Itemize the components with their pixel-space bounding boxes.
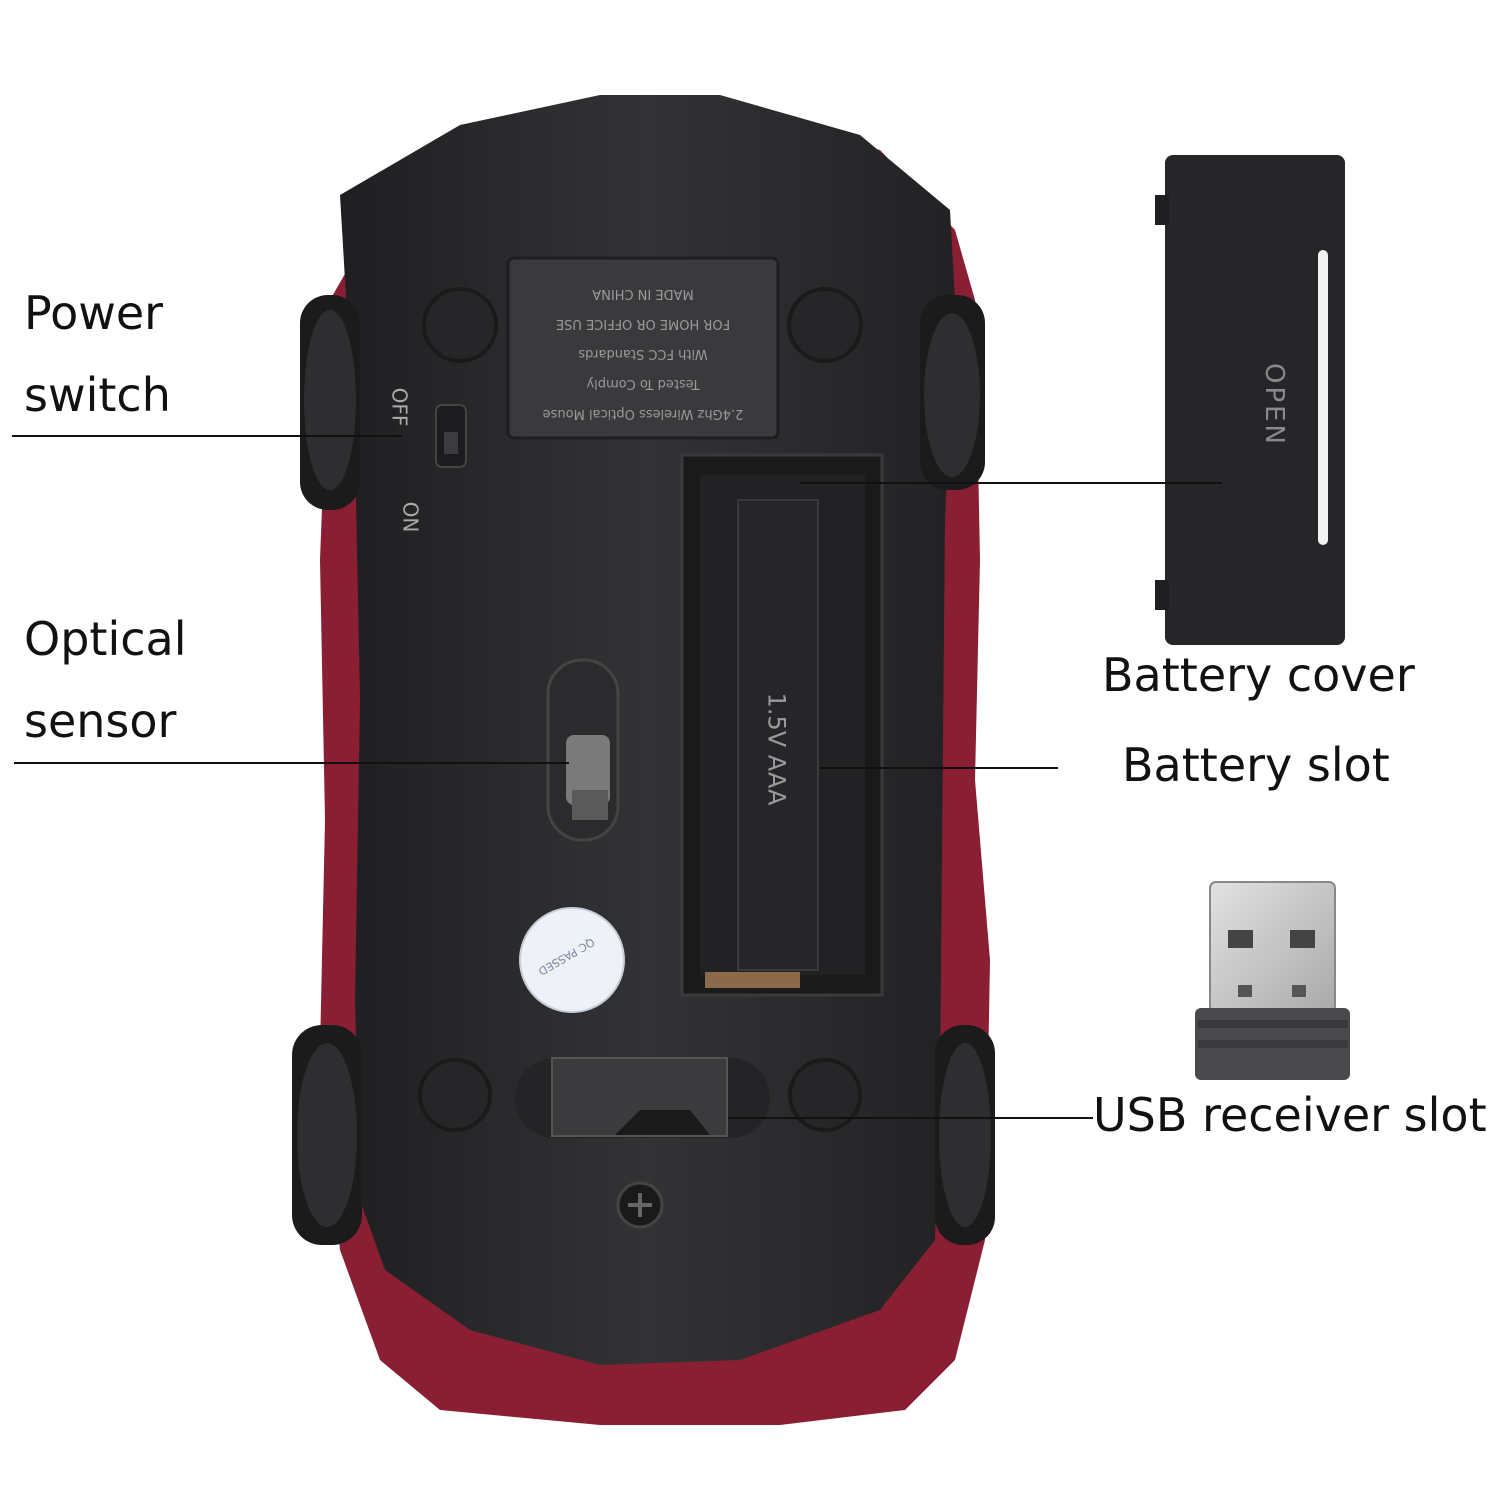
foot-top-left bbox=[422, 287, 498, 363]
fcc-label-text: 2.4Ghz Wireless Optical Mouse Tested To … bbox=[518, 268, 768, 428]
optical-sensor-leader-line bbox=[14, 762, 569, 764]
optical-sensor-lens bbox=[546, 658, 620, 842]
power-switch-label: Power switch bbox=[24, 286, 171, 422]
battery-slot-leader-line bbox=[820, 767, 1058, 769]
battery-slot-label: Battery slot bbox=[1122, 738, 1390, 792]
foot-top-right bbox=[787, 287, 863, 363]
usb-receiver-slot-label: USB receiver slot bbox=[1093, 1088, 1487, 1142]
optical-sensor-label: Optical sensor bbox=[24, 612, 187, 748]
battery-cover-piece bbox=[1155, 155, 1345, 645]
usb-receiver-dongle bbox=[1195, 881, 1350, 1080]
optical-sensor-label-line2: sensor bbox=[24, 693, 177, 748]
fcc-line-4: FOR HOME OR OFFICE USE bbox=[555, 316, 731, 331]
power-switch-leader-line bbox=[12, 435, 402, 437]
fcc-line-3: With FCC Standards bbox=[578, 346, 708, 361]
wheel-bottom-right bbox=[935, 1025, 995, 1245]
foot-bottom-left bbox=[418, 1058, 492, 1132]
wheel-top-left bbox=[300, 295, 360, 510]
battery-cover-label: Battery cover bbox=[1102, 648, 1415, 702]
battery-cover-open-text: OPEN bbox=[1259, 362, 1290, 448]
fcc-line-2: Tested To Comply bbox=[586, 376, 700, 391]
battery-type-text: 1.5V AAA bbox=[762, 692, 791, 806]
fcc-line-5: MADE IN CHINA bbox=[592, 286, 694, 301]
power-switch-label-line2: switch bbox=[24, 367, 171, 422]
wheel-bottom-left bbox=[292, 1025, 362, 1245]
usb-receiver-slot-leader-line bbox=[728, 1117, 1093, 1119]
qc-sticker bbox=[519, 907, 625, 1013]
fcc-line-1: 2.4Ghz Wireless Optical Mouse bbox=[542, 406, 744, 421]
label-plate bbox=[506, 256, 780, 440]
power-switch-label-line1: Power bbox=[24, 286, 164, 340]
optical-sensor-label-line1: Optical bbox=[24, 612, 187, 666]
mouse-body bbox=[340, 95, 955, 1365]
foot-bottom-right bbox=[788, 1058, 862, 1132]
wheel-top-right bbox=[920, 295, 985, 490]
usb-receiver-slot-housing bbox=[515, 1057, 770, 1138]
battery-cover-leader-line bbox=[800, 482, 1222, 484]
switch-off-text: OFF bbox=[387, 387, 412, 427]
switch-on-text: ON bbox=[398, 501, 423, 533]
